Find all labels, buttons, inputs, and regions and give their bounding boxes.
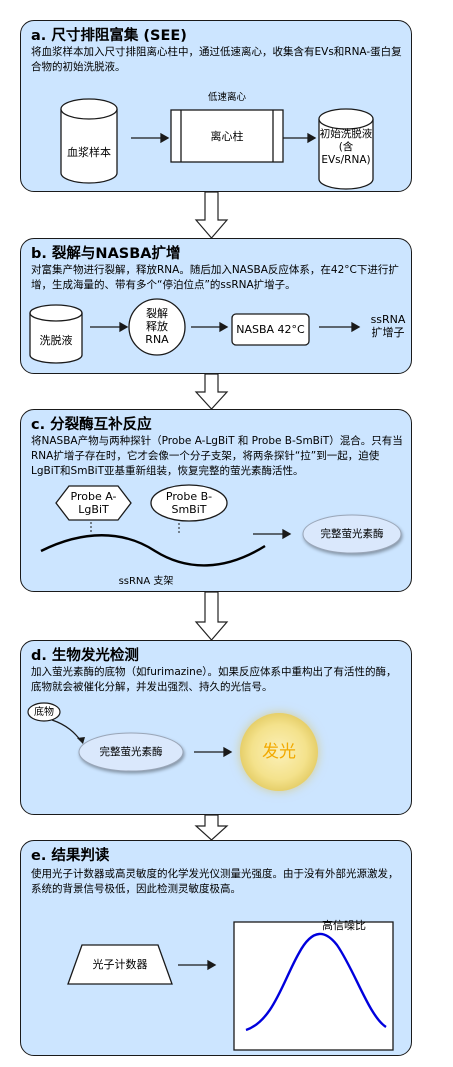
panel-e-readout: e. 结果判读 使用光子计数器或高灵敏度的化学发光仪测量光强度。由于没有外部光源… <box>20 840 412 1056</box>
panel-description: 使用光子计数器或高灵敏度的化学发光仪测量光强度。由于没有外部光源激发，系统的背景… <box>31 868 399 895</box>
nasba-box <box>231 313 310 346</box>
panel-d-bioluminescence: d. 生物发光检测 加入萤光素酶的底物（如furimazine）。如果反应体系中… <box>20 640 412 815</box>
down-arrow-d-e <box>194 814 229 841</box>
panel-c-split-enzyme: c. 分裂酶互补反应 将NASBA产物与两种探针（Probe A-LgBiT 和… <box>20 409 412 592</box>
panel-title: d. 生物发光检测 <box>31 648 139 664</box>
panel-title: e. 结果判读 <box>31 848 110 864</box>
panel-description: 将NASBA产物与两种探针（Probe A-LgBiT 和 Probe B-Sm… <box>31 435 403 477</box>
panel-title: a. 尺寸排阻富集 (SEE) <box>31 28 187 44</box>
panel-description: 将血浆样本加入尺寸排阻离心柱中，通过低速离心，收集含有EVs和RNA-蛋白复合物… <box>31 46 402 73</box>
down-arrow-b-c <box>194 373 229 410</box>
plasma-cylinder <box>60 109 118 184</box>
panel-b-nasba: b. 裂解与NASBA扩增 对富集产物进行裂解，释放RNA。随后加入NASBA反… <box>20 238 412 374</box>
enzyme-shape <box>78 732 184 772</box>
light-label: 发光 <box>262 742 296 762</box>
enzyme-label: 完整萤光素酶 <box>320 528 384 540</box>
signal-plot-frame <box>233 921 394 1051</box>
substrate-label: 底物 <box>34 707 54 718</box>
substrate-shape <box>27 702 61 722</box>
column-label: 离心柱 <box>210 130 244 143</box>
amplicon-label: ssRNA 扩增子 <box>370 313 406 339</box>
panel-title: c. 分裂酶互补反应 <box>31 417 152 433</box>
probe-a-label: Probe A- LgBiT <box>70 490 117 516</box>
lyse-circle <box>128 298 186 356</box>
down-arrow-c-d <box>194 591 229 641</box>
panel-c-diagram <box>40 484 402 567</box>
light-glow <box>240 713 318 791</box>
panel-b-diagram <box>29 298 361 364</box>
probe-b-shape <box>150 484 228 522</box>
rna-scaffold-curve <box>40 534 266 567</box>
probe-b-label: Probe B- SmBiT <box>165 490 213 516</box>
nasba-label: NASBA 42°C <box>236 323 305 336</box>
eluate-cylinder <box>318 119 374 190</box>
probe-a-shape <box>55 485 132 521</box>
enzyme-shape <box>302 514 402 554</box>
panel-description: 对富集产物进行裂解，释放RNA。随后加入NASBA反应体系，在42°C下进行扩增… <box>31 264 399 291</box>
panel-description: 加入萤光素酶的底物（如furimazine）。如果反应体系中重构出了有活性的酶，… <box>31 666 397 693</box>
photon-counter-label: 光子计数器 <box>92 958 148 971</box>
column-box <box>170 109 284 163</box>
lyse-label: 裂解 释放 RNA <box>145 307 169 346</box>
panel-d-diagram <box>27 702 318 791</box>
panel-e-diagram <box>67 921 394 1051</box>
snr-label: 高信噪比 <box>322 919 366 932</box>
photon-counter-shape <box>67 944 173 985</box>
eluate-label: 洗脱液 <box>39 334 73 347</box>
panel-a-diagram <box>60 98 374 190</box>
enzyme-label: 完整萤光素酶 <box>99 746 163 758</box>
scaffold-label: ssRNA 支架 <box>118 576 174 587</box>
signal-curve <box>245 932 387 1032</box>
plasma-sample-label: 血浆样本 <box>67 146 111 159</box>
panel-a-see: a. 尺寸排阻富集 (SEE) 将血浆样本加入尺寸排阻离心柱中，通过低速离心，收… <box>20 20 412 192</box>
eluate-cylinder <box>29 313 83 364</box>
down-arrow-a-b <box>194 191 229 239</box>
eluate-label: 初始洗脱液 (含 EVs/RNA) <box>319 128 373 166</box>
low-speed-centrifuge-label: 低速离心 <box>207 92 246 103</box>
panel-title: b. 裂解与NASBA扩增 <box>31 246 181 262</box>
